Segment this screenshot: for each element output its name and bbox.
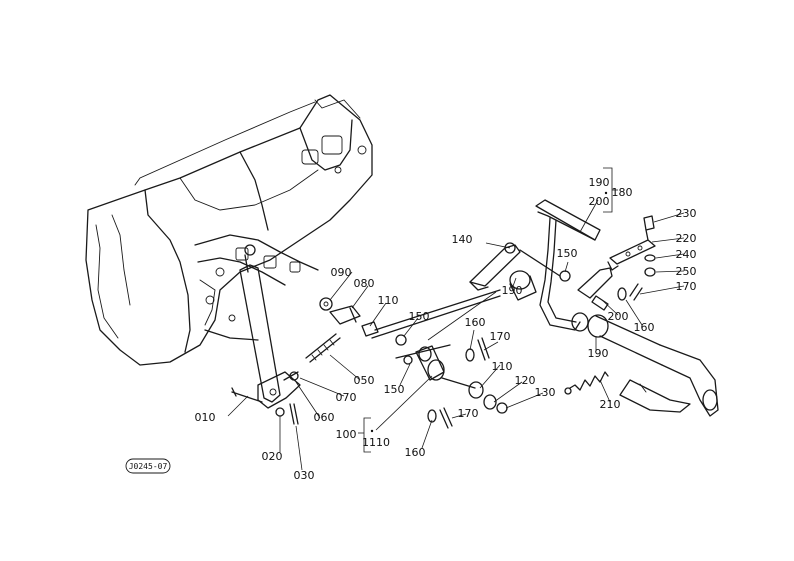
callout-labels: 0100200300500600700800901001101101110120… [195, 176, 697, 482]
callout-c190b: 190 [502, 284, 523, 297]
callout-c210: 210 [600, 398, 621, 411]
callout-c170c: 170 [676, 280, 697, 293]
callout-c220: 220 [676, 232, 697, 245]
clutch-pedal-190 [535, 199, 719, 417]
callout-c080: 080 [354, 277, 375, 290]
callout-c110a: 110 [378, 294, 399, 307]
stopper-bracket [607, 215, 656, 301]
callout-c160a: 160 [465, 316, 486, 329]
callout-c060: 060 [314, 411, 335, 424]
callout-c010: 010 [195, 411, 216, 424]
callout-c200b: 200 [608, 310, 629, 323]
callout-c020: 020 [262, 450, 283, 463]
clutch-rod-linkage [371, 289, 508, 429]
callout-c110b: 110 [492, 360, 513, 373]
callout-c160c: 160 [634, 321, 655, 334]
callout-c180: 180 [612, 186, 633, 199]
callout-c170b: 170 [458, 407, 479, 420]
callout-c140: 140 [452, 233, 473, 246]
callout-c240: 240 [676, 248, 697, 261]
pedal-arm-140 [469, 242, 561, 301]
callout-c150b: 150 [384, 383, 405, 396]
callout-c190c: 190 [588, 347, 609, 360]
callout-brackets [358, 167, 618, 453]
callout-c1110: 1110 [362, 436, 390, 449]
callout-c230: 230 [676, 207, 697, 220]
diagram-code: J0245-07 [129, 462, 168, 471]
callout-c130: 130 [535, 386, 556, 399]
callout-c190a: 190 [589, 176, 610, 189]
return-spring-210 [564, 371, 609, 395]
callout-c200a: 200 [589, 195, 610, 208]
callout-c100: 100 [336, 428, 357, 441]
callout-c050: 050 [354, 374, 375, 387]
callout-c120: 120 [515, 374, 536, 387]
callout-c250: 250 [676, 265, 697, 278]
callout-c160b: 160 [405, 446, 426, 459]
callout-c030: 030 [294, 469, 315, 482]
callout-c090: 090 [331, 266, 352, 279]
callout-c170a: 170 [490, 330, 511, 343]
leader-lines [227, 199, 685, 471]
transmission-housing [85, 94, 373, 366]
diagram-code-badge: J0245-07 [125, 458, 171, 474]
callout-c070: 070 [336, 391, 357, 404]
callout-c150a: 150 [409, 310, 430, 323]
callout-c150c: 150 [557, 247, 578, 260]
